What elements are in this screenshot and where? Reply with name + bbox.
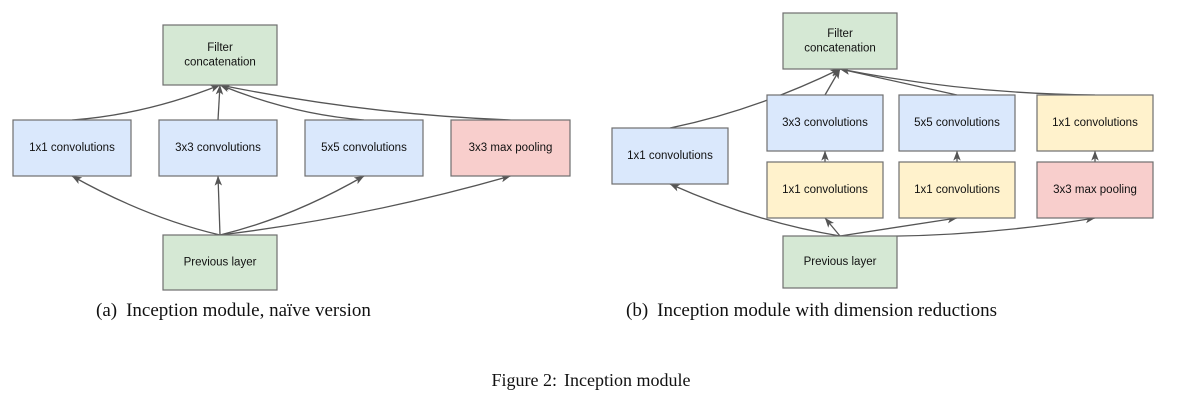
node-box-b-filter-concat: [782, 12, 898, 70]
node-box-b-reduce1x1-a: [766, 161, 884, 219]
node-box-b-maxpool3x3: [1036, 161, 1154, 219]
node-label-a-conv3x3: 3x3 convolutions: [175, 142, 261, 154]
figure-title: Inception module: [564, 370, 691, 390]
node-label-b-filter-concat: concatenation: [804, 42, 876, 54]
edge-a-previous-layer-to-a-conv1x1: [71, 175, 221, 236]
node-a-conv3x3[interactable]: 3x3 convolutions: [158, 119, 278, 177]
edge-b-conv3x3-to-b-filter-concat: [824, 68, 841, 96]
node-a-maxpool3x3[interactable]: 3x3 max pooling: [450, 119, 571, 177]
subfigure-a-caption-text: Inception module, naïve version: [126, 300, 371, 321]
edge-a-previous-layer-to-a-conv3x3: [214, 175, 223, 236]
node-b-reduce1x1-a[interactable]: 1x1 convolutions: [766, 161, 884, 219]
node-box-a-filter-concat: [162, 24, 278, 86]
node-box-a-conv5x5: [304, 119, 424, 177]
subfigure-a-tag: (a): [96, 300, 118, 321]
edge-b-previous-layer-to-b-reduce1x1-b: [839, 215, 958, 237]
node-b-conv3x3[interactable]: 3x3 convolutions: [766, 94, 884, 152]
node-a-conv1x1[interactable]: 1x1 convolutions: [12, 119, 132, 177]
edge-a-conv3x3-to-a-filter-concat: [215, 84, 224, 121]
node-label-b-previous-layer: Previous layer: [804, 256, 877, 268]
edge-a-maxpool3x3-to-a-filter-concat: [219, 83, 511, 121]
node-label-b-maxpool3x3: 3x3 max pooling: [1053, 184, 1137, 196]
edge-b-conv1x1-right-to-b-filter-concat: [839, 67, 1096, 96]
node-label-a-filter-concat: Filter: [207, 42, 233, 54]
node-b-maxpool3x3[interactable]: 3x3 max pooling: [1036, 161, 1154, 219]
node-label-b-conv1x1-right: 1x1 convolutions: [1052, 117, 1138, 129]
node-box-b-conv5x5: [898, 94, 1016, 152]
node-box-b-reduce1x1-b: [898, 161, 1016, 219]
node-box-b-conv1x1-right: [1036, 94, 1154, 152]
subfigure-b-caption-text: Inception module with dimension reductio…: [657, 300, 997, 321]
node-a-filter-concat[interactable]: Filter concatenation: [162, 24, 278, 86]
edge-a-conv1x1-to-a-filter-concat: [71, 84, 221, 121]
figure-caption: Figure 2: Inception module: [0, 370, 1182, 391]
edge-b-previous-layer-to-b-maxpool3x3: [839, 215, 1096, 238]
node-box-a-conv1x1: [12, 119, 132, 177]
node-label-b-reduce1x1-b: 1x1 convolutions: [914, 184, 1000, 196]
node-a-conv5x5[interactable]: 5x5 convolutions: [304, 119, 424, 177]
node-label-a-conv5x5: 5x5 convolutions: [321, 142, 407, 154]
edge-a-previous-layer-to-a-maxpool3x3: [219, 175, 511, 236]
node-b-conv1x1-left[interactable]: 1x1 convolutions: [611, 127, 729, 185]
figure-number: Figure 2:: [491, 370, 558, 390]
node-label-b-reduce1x1-a: 1x1 convolutions: [782, 184, 868, 196]
node-b-previous-layer[interactable]: Previous layer: [782, 235, 898, 289]
node-a-previous-layer[interactable]: Previous layer: [162, 234, 278, 291]
node-label-b-conv3x3: 3x3 convolutions: [782, 117, 868, 129]
node-b-filter-concat[interactable]: Filter concatenation: [782, 12, 898, 70]
node-b-conv5x5[interactable]: 5x5 convolutions: [898, 94, 1016, 152]
node-box-a-maxpool3x3: [450, 119, 571, 177]
node-b-conv1x1-right[interactable]: 1x1 convolutions: [1036, 94, 1154, 152]
edge-a-conv5x5-to-a-filter-concat: [219, 84, 365, 121]
node-label-a-previous-layer: Previous layer: [184, 257, 257, 269]
node-label-b-conv5x5: 5x5 convolutions: [914, 117, 1000, 129]
edge-a-previous-layer-to-a-conv5x5: [219, 175, 365, 236]
edge-b-previous-layer-to-b-conv1x1-left: [669, 183, 841, 237]
subfigure-b-tag: (b): [626, 300, 649, 321]
node-label-a-filter-concat: concatenation: [184, 56, 256, 68]
node-label-a-maxpool3x3: 3x3 max pooling: [469, 142, 553, 154]
node-label-a-conv1x1: 1x1 convolutions: [29, 142, 115, 154]
edge-b-conv1x1-left-to-b-filter-concat: [669, 68, 841, 129]
node-box-b-previous-layer: [782, 235, 898, 289]
node-box-a-previous-layer: [162, 234, 278, 291]
node-label-b-filter-concat: Filter: [827, 28, 853, 40]
subfigure-b-caption: (b) Inception module with dimension reduc…: [626, 300, 997, 322]
nodes-layer: Filter concatenation 1x1 convolutions 3x3 c…: [12, 12, 1154, 291]
node-box-b-conv3x3: [766, 94, 884, 152]
node-box-b-conv1x1-left: [611, 127, 729, 185]
node-box-a-conv3x3: [158, 119, 278, 177]
node-label-b-conv1x1-left: 1x1 convolutions: [627, 150, 713, 162]
edge-b-previous-layer-to-b-reduce1x1-a: [824, 217, 841, 237]
node-b-reduce1x1-b[interactable]: 1x1 convolutions: [898, 161, 1016, 219]
subfigure-a-caption: (a) Inception module, naïve version: [96, 300, 371, 322]
